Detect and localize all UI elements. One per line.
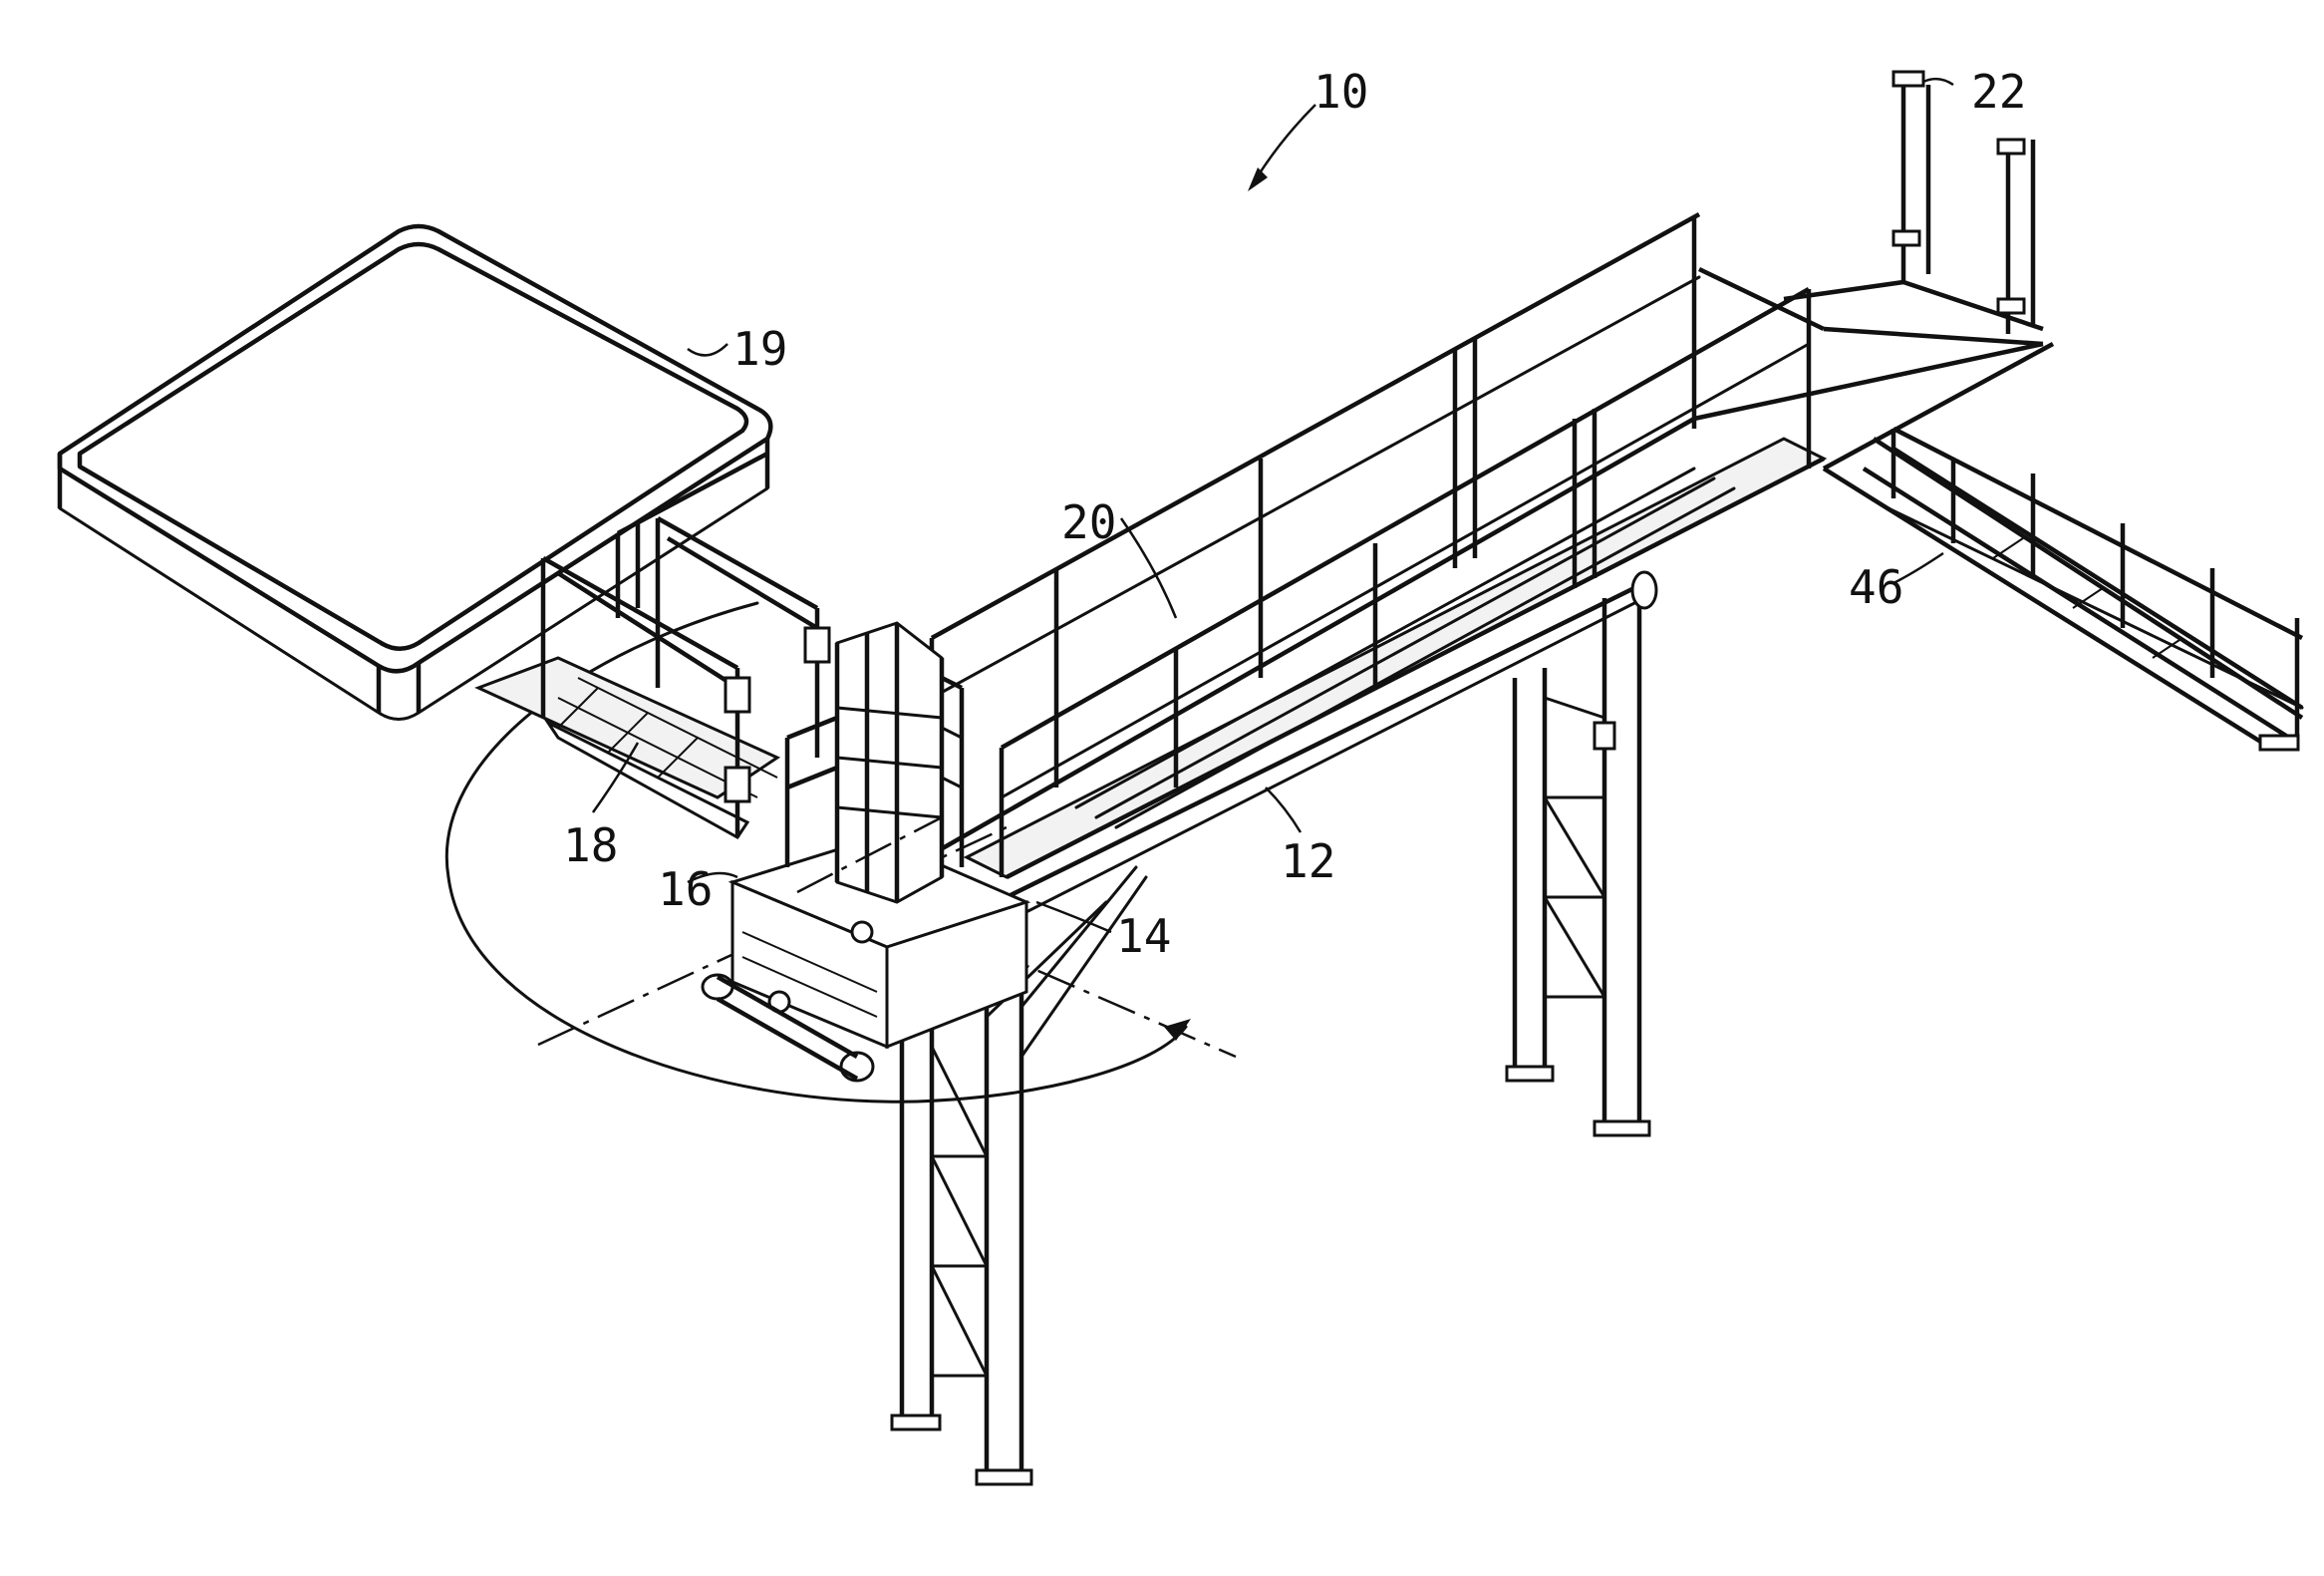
- label-walkway: 20: [1061, 495, 1116, 549]
- label-gangway: 18: [563, 818, 618, 872]
- label-posts: 22: [1971, 65, 2026, 119]
- label-boom: 12: [1281, 834, 1335, 888]
- label-cage: 16: [658, 862, 713, 916]
- label-base: 14: [1116, 909, 1171, 963]
- leader-lines: [593, 79, 1953, 932]
- gangway: [478, 518, 829, 837]
- reference-labels: 10 22 19 20 46 18 16 14 12: [563, 65, 2026, 963]
- label-assembly: 10: [1313, 65, 1368, 119]
- label-deck: 19: [732, 322, 787, 376]
- deck-railing: [60, 226, 770, 720]
- label-stairs: 46: [1849, 560, 1903, 614]
- right-tower: [1507, 588, 1649, 1135]
